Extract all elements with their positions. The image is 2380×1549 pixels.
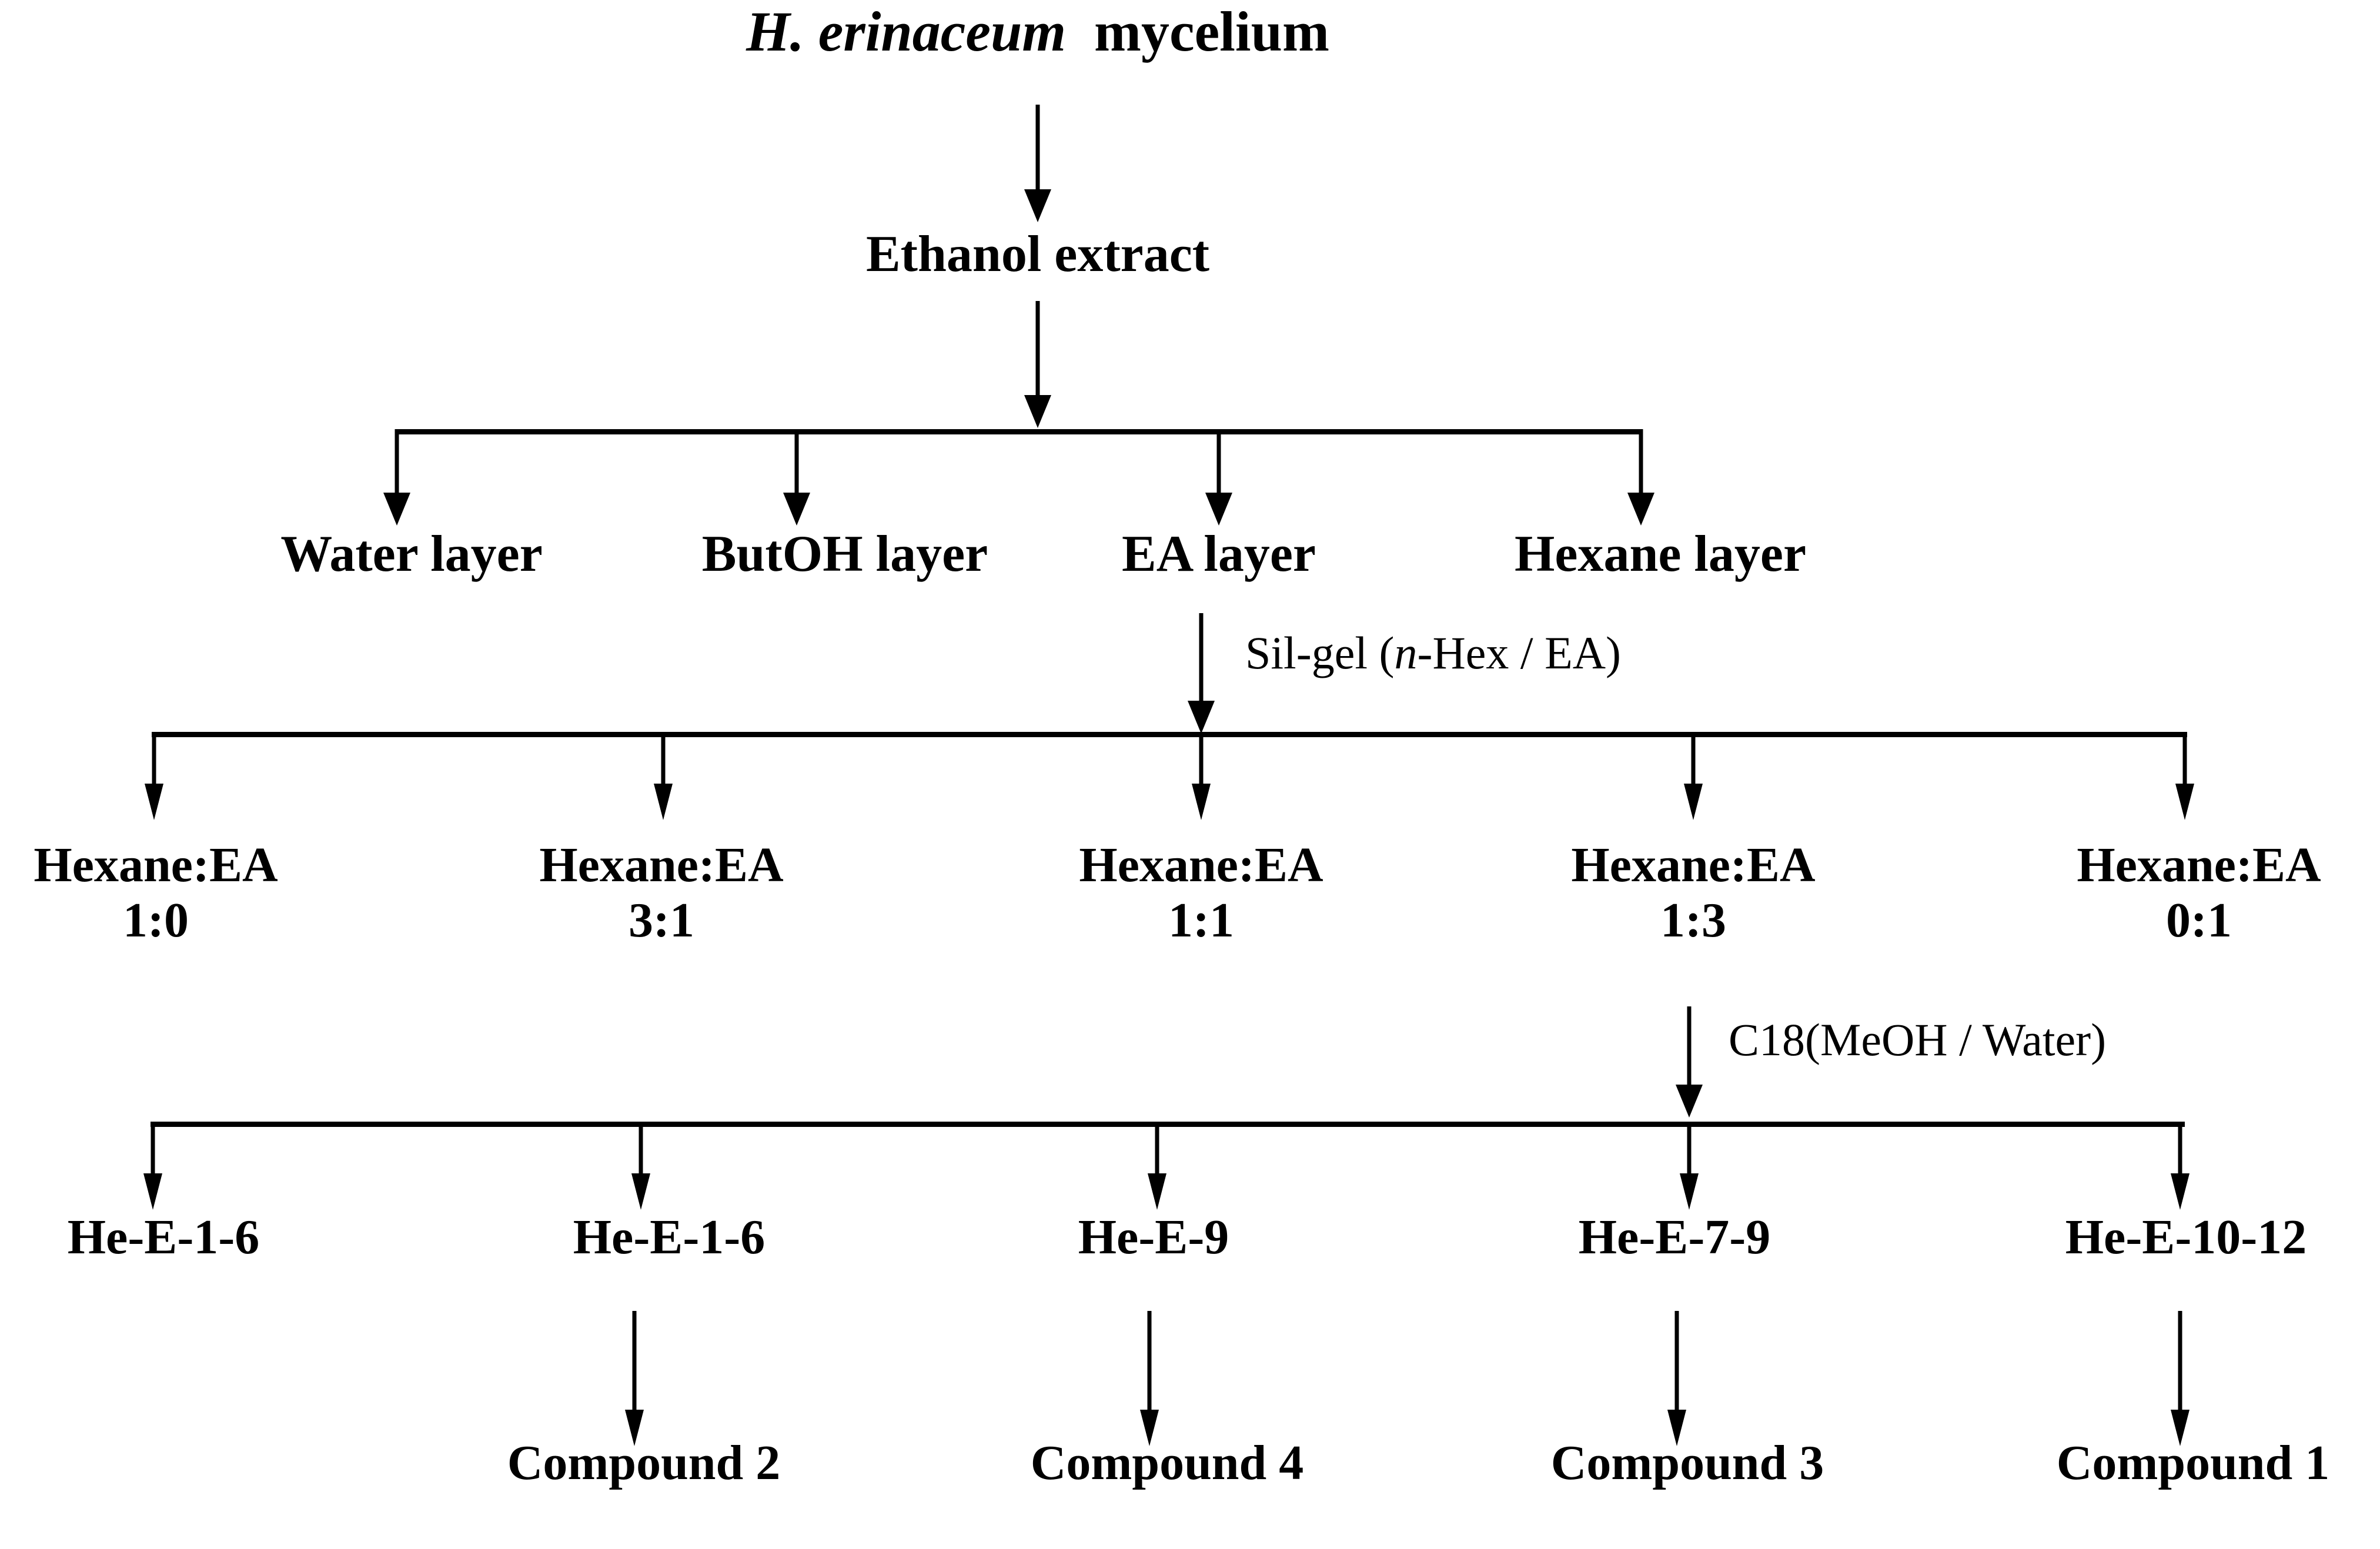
- node-hexane-layer: Hexane layer: [1514, 526, 1807, 583]
- connector-to-compound-2: [632, 1311, 637, 1414]
- branch-line-hee-9: [1155, 1122, 1159, 1178]
- branch-line-water: [395, 429, 399, 495]
- annotation-sil-gel: Sil-gel (n-Hex / EA): [1245, 630, 1621, 676]
- node-water-layer: Water layer: [280, 526, 543, 583]
- arrowhead-hexea-1-1: [1192, 784, 1211, 820]
- annotation-sil-gel-prefix: Sil-gel (: [1245, 627, 1395, 678]
- connector-hexea13-to-c18: [1687, 1006, 1692, 1089]
- node-fraction-hexea-0-1: Hexane:EA 0:1: [2034, 838, 2364, 948]
- node-fraction-hexea-3-1: Hexane:EA 3:1: [497, 838, 826, 948]
- node-hee-7-9: He-E-7-9: [1578, 1210, 1771, 1264]
- fraction-ratio-4: 1:3: [1660, 893, 1726, 948]
- arrowhead-compound-4: [1140, 1410, 1159, 1446]
- arrowhead-hee-10-12: [2171, 1173, 2190, 1210]
- node-hee-9: He-E-9: [1078, 1210, 1229, 1264]
- arrowhead-compound-3: [1667, 1410, 1686, 1446]
- branch-line-hee-10-12: [2178, 1122, 2182, 1178]
- arrowhead-butoh: [783, 493, 810, 526]
- branch-line-ea: [1216, 429, 1221, 495]
- split-bar-silgel-fractions: [152, 732, 2187, 737]
- arrowhead-hee-1-6-b: [631, 1173, 650, 1210]
- node-fraction-hexea-1-0: Hexane:EA 1:0: [0, 838, 320, 948]
- node-ethanol-extract: Ethanol extract: [865, 226, 1210, 283]
- branch-line-butoh: [794, 429, 799, 495]
- fraction-name-5: Hexane:EA: [2077, 838, 2321, 892]
- annotation-sil-gel-italic: n: [1394, 627, 1418, 678]
- arrowhead-hexea-0-1: [2175, 784, 2194, 820]
- fraction-name-3: Hexane:EA: [1079, 838, 1323, 892]
- arrowhead-hexane: [1627, 493, 1654, 526]
- node-hee-1-6-b: He-E-1-6: [573, 1210, 766, 1264]
- connector-ethanol-to-split: [1035, 301, 1040, 398]
- node-fraction-hexea-1-1: Hexane:EA 1:1: [1037, 838, 1366, 948]
- node-butoh-layer: ButOH layer: [701, 526, 988, 583]
- fraction-ratio-1: 1:0: [123, 893, 189, 948]
- fraction-name-4: Hexane:EA: [1571, 838, 1816, 892]
- connector-ea-to-silgel: [1199, 613, 1204, 705]
- arrowhead-hexea-3-1: [654, 784, 673, 820]
- species-name: H. erinaceum: [746, 0, 1067, 63]
- node-compound-3: Compound 3: [1550, 1436, 1824, 1490]
- branch-line-hexea-0-1: [2182, 732, 2187, 788]
- connector-to-compound-3: [1674, 1311, 1679, 1414]
- fraction-name-1: Hexane:EA: [34, 838, 278, 892]
- fraction-ratio-3: 1:1: [1168, 893, 1234, 948]
- arrowhead-compound-1: [2171, 1410, 2190, 1446]
- connector-title-to-ethanol: [1035, 105, 1040, 193]
- arrowhead-hexea-1-3: [1684, 784, 1703, 820]
- node-fraction-hexea-1-3: Hexane:EA 1:3: [1529, 838, 1858, 948]
- fraction-ratio-5: 0:1: [2166, 893, 2232, 948]
- node-compound-4: Compound 4: [1030, 1436, 1304, 1490]
- annotation-sil-gel-suffix: -Hex / EA): [1417, 627, 1622, 678]
- arrowhead-hee-7-9: [1680, 1173, 1699, 1210]
- split-bar-solvent-layers: [395, 429, 1643, 434]
- node-compound-1: Compound 1: [2056, 1436, 2330, 1490]
- node-hee-10-12: He-E-10-12: [2065, 1210, 2307, 1264]
- arrowhead-hee-1-6-a: [143, 1173, 162, 1210]
- branch-line-hexea-3-1: [661, 732, 666, 788]
- species-part: mycelium: [1094, 0, 1329, 63]
- arrowhead-water: [383, 493, 410, 526]
- fraction-ratio-2: 3:1: [629, 893, 694, 948]
- node-hee-1-6-a: He-E-1-6: [67, 1210, 260, 1264]
- fraction-name-2: Hexane:EA: [539, 838, 784, 892]
- arrowhead-hexea-1-0: [145, 784, 163, 820]
- branch-line-hexane: [1639, 429, 1643, 495]
- node-source-material: H. erinaceum mycelium: [746, 3, 1329, 61]
- connector-to-compound-4: [1147, 1311, 1152, 1414]
- arrowhead-title-to-ethanol: [1024, 189, 1051, 222]
- arrowhead-compound-2: [625, 1410, 644, 1446]
- arrowhead-hee-9: [1148, 1173, 1166, 1210]
- branch-line-hexea-1-1: [1199, 732, 1204, 788]
- branch-line-hee-1-6-b: [639, 1122, 643, 1178]
- node-compound-2: Compound 2: [507, 1436, 781, 1490]
- branch-line-hee-7-9: [1687, 1122, 1692, 1178]
- arrowhead-ea-to-silgel: [1188, 701, 1215, 734]
- connector-to-compound-1: [2178, 1311, 2182, 1414]
- node-ea-layer: EA layer: [1122, 526, 1316, 583]
- branch-line-hexea-1-3: [1691, 732, 1696, 788]
- arrowhead-ethanol-to-split: [1024, 395, 1051, 428]
- arrowhead-hexea13-to-c18: [1676, 1085, 1703, 1118]
- split-bar-c18-fractions: [151, 1122, 2185, 1127]
- branch-line-hee-1-6-a: [151, 1122, 155, 1178]
- annotation-c18: C18(MeOH / Water): [1729, 1014, 2107, 1065]
- arrowhead-ea: [1205, 493, 1232, 526]
- branch-line-hexea-1-0: [152, 732, 156, 788]
